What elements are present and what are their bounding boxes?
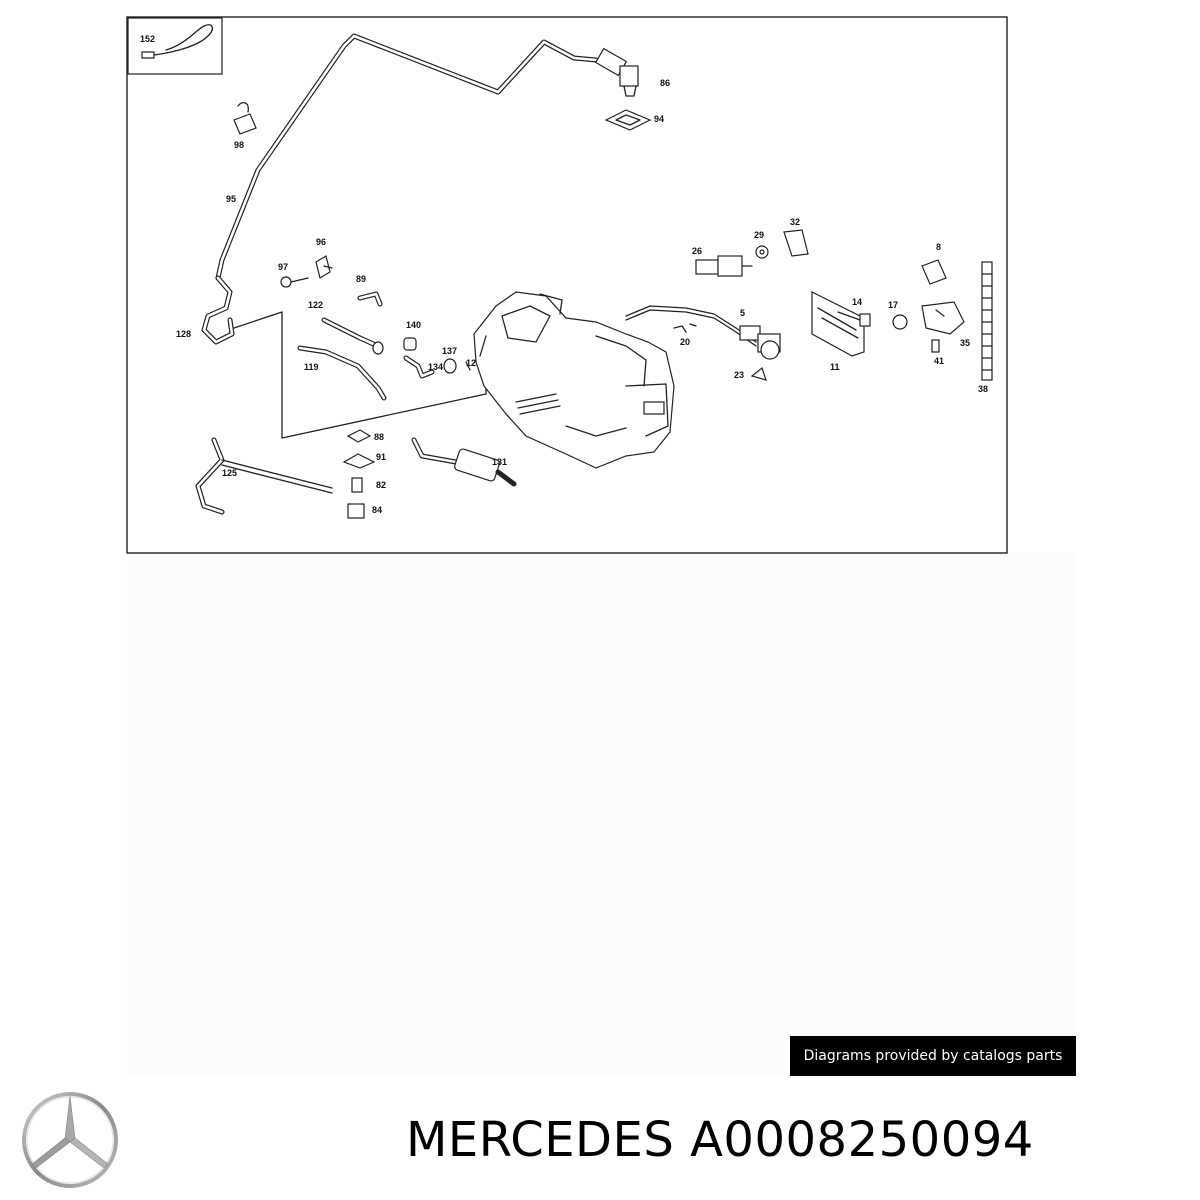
label-134: 134 <box>428 362 443 372</box>
credit-banner: Diagrams provided by catalogs parts <box>790 1036 1076 1076</box>
part-137 <box>443 358 457 374</box>
part-11 <box>811 291 865 357</box>
label-26: 26 <box>692 246 702 256</box>
part-122 <box>321 317 384 355</box>
part-119 <box>297 345 387 401</box>
part-41 <box>931 339 940 353</box>
part-131 <box>411 437 517 487</box>
part-82 <box>351 477 363 493</box>
part-labels: 152 86 94 98 95 96 97 89 122 128 140 137… <box>140 34 988 515</box>
part-88 <box>346 429 372 443</box>
part-20 <box>673 323 697 333</box>
label-14: 14 <box>852 297 862 307</box>
label-29: 29 <box>754 230 764 240</box>
label-88: 88 <box>374 432 384 442</box>
label-131: 131 <box>492 457 507 467</box>
label-84: 84 <box>372 505 382 515</box>
part-8 <box>921 259 947 285</box>
label-12: 12 <box>466 358 476 368</box>
label-152: 152 <box>140 34 155 44</box>
part-35 <box>921 301 965 335</box>
brand-name: MERCEDES <box>406 1112 675 1168</box>
label-38: 38 <box>978 384 988 394</box>
part-26 <box>695 255 753 277</box>
label-97: 97 <box>278 262 288 272</box>
part-38 <box>981 261 993 381</box>
product-title: MERCEDES A0008250094 <box>406 1110 1034 1170</box>
label-125: 125 <box>222 468 237 478</box>
part-94 <box>604 109 652 131</box>
part-91 <box>342 453 376 469</box>
label-11: 11 <box>830 362 840 372</box>
label-96: 96 <box>316 237 326 247</box>
part-32 <box>783 229 809 257</box>
part-23 <box>750 366 767 381</box>
part-17 <box>892 314 908 330</box>
part-86 <box>594 47 639 97</box>
diagram-frame <box>126 16 1008 554</box>
part-125 <box>195 437 333 515</box>
part-84 <box>347 503 365 519</box>
label-32: 32 <box>790 217 800 227</box>
label-128: 128 <box>176 329 191 339</box>
part-134 <box>403 355 435 379</box>
label-5: 5 <box>740 308 745 318</box>
fuel-tank <box>473 291 675 469</box>
part-128 <box>201 275 235 345</box>
label-86: 86 <box>660 78 670 88</box>
label-137: 137 <box>442 346 457 356</box>
part-12 <box>465 361 471 371</box>
part-152 <box>141 24 213 59</box>
label-95: 95 <box>226 194 236 204</box>
part-29 <box>755 245 769 259</box>
part-98 <box>233 101 257 135</box>
mercedes-star-icon <box>20 1090 120 1190</box>
label-94: 94 <box>654 114 664 124</box>
label-20: 20 <box>680 337 690 347</box>
part-89 <box>357 291 383 307</box>
label-35: 35 <box>960 338 970 348</box>
part-number: A0008250094 <box>690 1112 1034 1168</box>
part-97 <box>280 276 309 288</box>
label-122: 122 <box>308 300 323 310</box>
label-91: 91 <box>376 452 386 462</box>
label-23: 23 <box>734 370 744 380</box>
pipe-95 <box>215 33 599 281</box>
label-82: 82 <box>376 480 386 490</box>
label-89: 89 <box>356 274 366 284</box>
label-41: 41 <box>934 356 944 366</box>
label-140: 140 <box>406 320 421 330</box>
label-8: 8 <box>936 242 941 252</box>
label-98: 98 <box>234 140 244 150</box>
parts-diagram: 152 86 94 98 95 96 97 89 122 128 140 137… <box>126 16 1008 554</box>
diagram-background-panel <box>127 552 1075 1075</box>
part-96 <box>315 255 333 279</box>
part-140 <box>403 337 417 351</box>
label-17: 17 <box>888 300 898 310</box>
part-5 <box>625 305 781 360</box>
part-14 <box>837 311 871 327</box>
label-119: 119 <box>304 362 319 372</box>
